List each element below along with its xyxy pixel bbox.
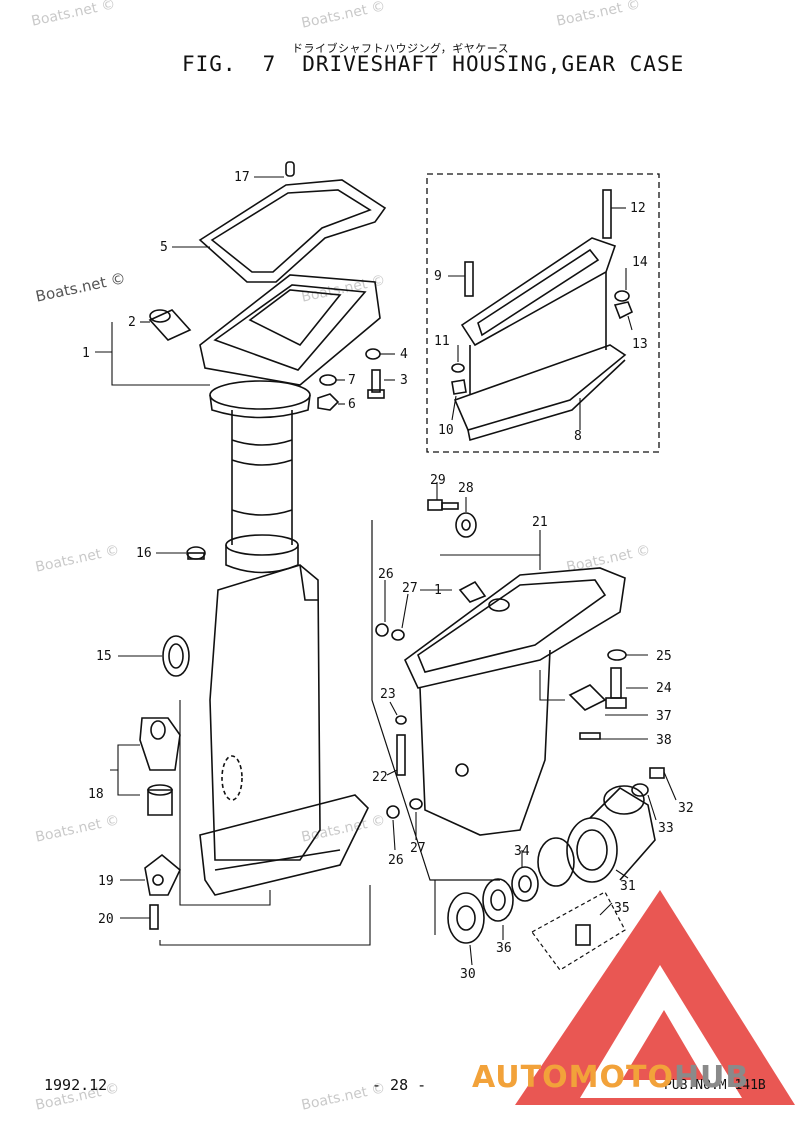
footer-page: - 28 - (372, 1076, 427, 1094)
callout-label: 21 (532, 515, 548, 530)
fig-number: 7 (262, 52, 277, 76)
callout-label: 36 (496, 941, 512, 956)
callout-label: 1 (434, 583, 442, 598)
callout-label: 13 (632, 337, 648, 352)
callout-label: 11 (434, 334, 450, 349)
callout-label: 34 (514, 844, 530, 859)
callout-label: 19 (98, 874, 114, 889)
callout-label: 10 (438, 423, 454, 438)
callout-label: 9 (434, 269, 442, 284)
callout-label: 20 (98, 912, 114, 927)
callout-label: 26 (378, 567, 394, 582)
callout-label: 29 (430, 473, 446, 488)
exhaust-guide-drawing (451, 189, 634, 442)
callout-label: 1 (82, 346, 90, 361)
callout-label: 2 (128, 315, 136, 330)
callout-label: 23 (380, 687, 396, 702)
callout-label: 24 (656, 681, 672, 696)
fig-label: FIG. (182, 52, 237, 76)
callout-label: 38 (656, 733, 672, 748)
callout-label: 32 (678, 801, 694, 816)
callout-label: 4 (400, 347, 408, 362)
footer-pub-no: PUB.NO.M-141B (664, 1078, 766, 1093)
callout-label: 15 (96, 649, 112, 664)
callout-label: 35 (614, 901, 630, 916)
callout-label: 28 (458, 481, 474, 496)
callout-label: 30 (460, 967, 476, 982)
title-text: DRIVESHAFT HOUSING,GEAR CASE (302, 52, 685, 76)
footer-date: 1992.12 (44, 1076, 108, 1094)
gear-case-drawing (371, 499, 665, 971)
callout-label: 17 (234, 170, 250, 185)
callout-label: 27 (402, 581, 418, 596)
brand-part1: AUTOMOTO (472, 1060, 674, 1095)
callout-label: 22 (372, 770, 388, 785)
leader-lines (95, 176, 677, 966)
callout-label: 18 (88, 787, 104, 802)
driveshaft-housing-drawing (139, 161, 387, 930)
brand-part2: HUB (673, 1060, 750, 1095)
callout-label: 37 (656, 709, 672, 724)
callout-label: 25 (656, 649, 672, 664)
callout-label: 12 (630, 201, 646, 216)
callout-label: 14 (632, 255, 648, 270)
subtitle-jp: ドライブシャフトハウジング，ギヤケース (292, 42, 510, 55)
callout-label: 33 (658, 821, 674, 836)
callout-label: 3 (400, 373, 408, 388)
callout-label: 27 (410, 841, 426, 856)
brand-logo: AUTOMOTOHUB (472, 1060, 749, 1095)
triangle-logo-icon (515, 890, 795, 1105)
callout-label: 8 (574, 429, 582, 444)
callout-label: 16 (136, 546, 152, 561)
dashed-group-box (426, 173, 660, 453)
callout-label: 31 (620, 879, 636, 894)
callout-label: 5 (160, 240, 168, 255)
figure-title: FIG. 7 DRIVESHAFT HOUSING,GEAR CASE (182, 52, 684, 76)
callout-label: 6 (348, 397, 356, 412)
callout-label: 26 (388, 853, 404, 868)
callout-label: 7 (348, 373, 356, 388)
